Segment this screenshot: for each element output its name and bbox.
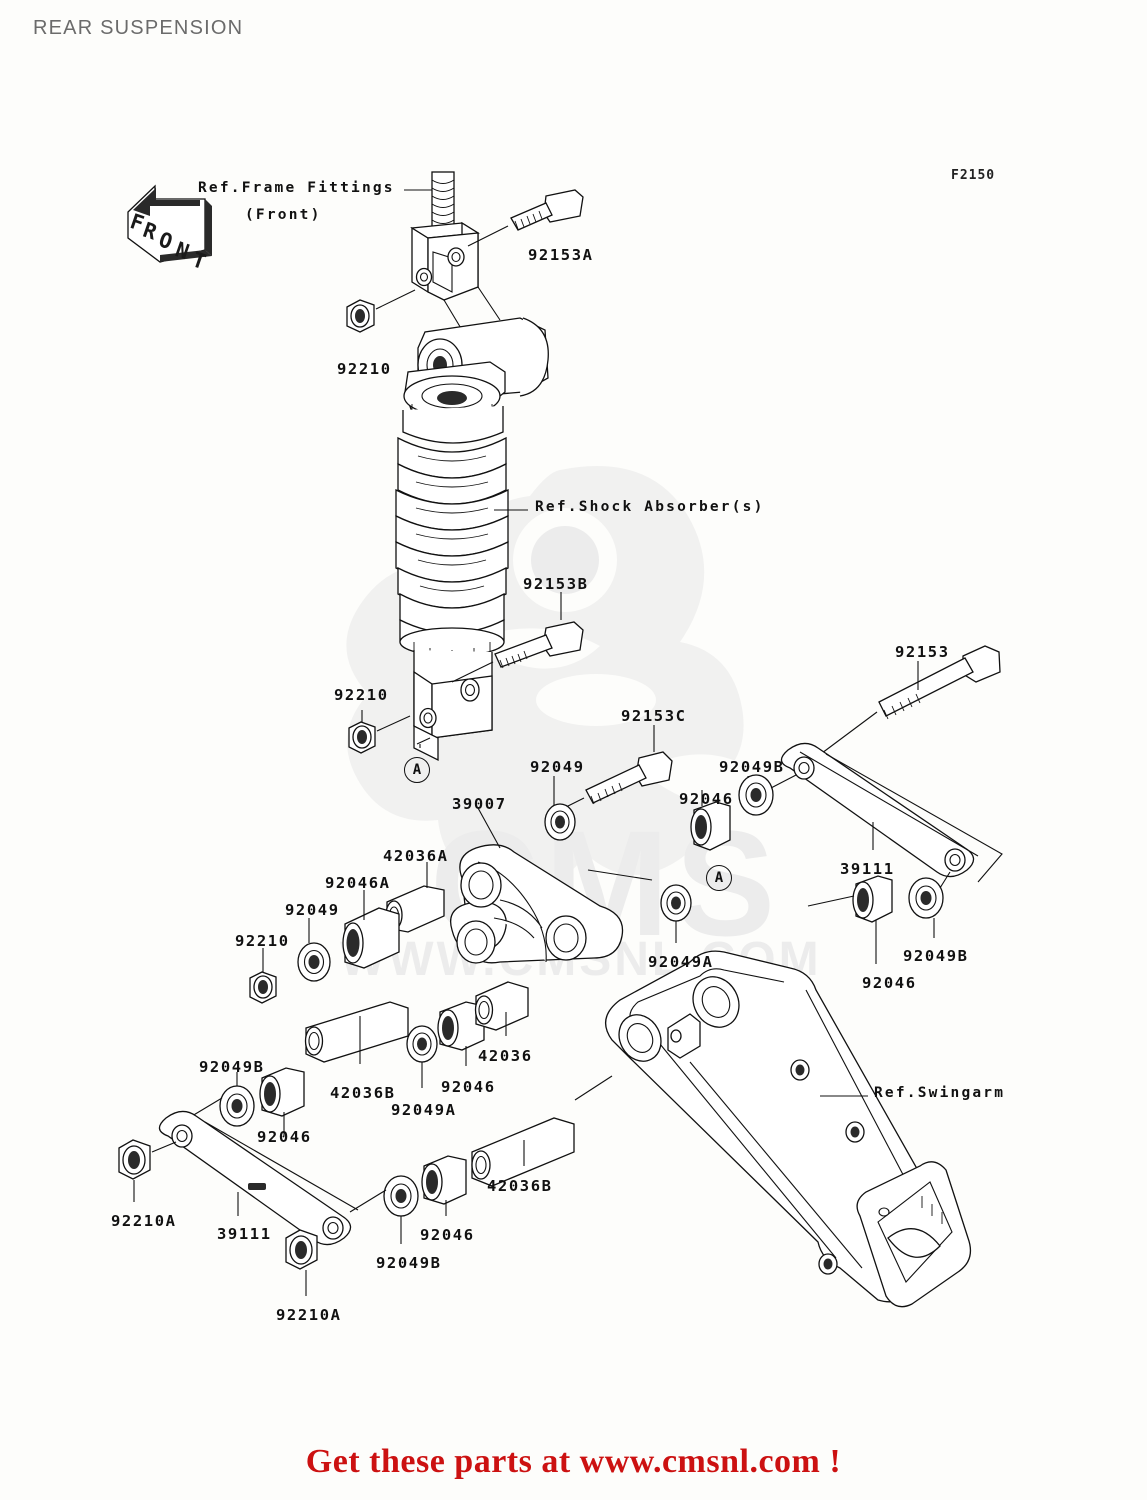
part-label-42036: 42036 [478,1047,533,1065]
part-label-92046: 92046 [679,790,734,808]
seal-92049B-bottom [349,1175,419,1244]
part-label-92049b: 92049B [719,758,785,776]
sleeve-42036 [474,981,529,1036]
callout-marker-a: A [706,865,732,891]
collar-92046-lowerleft [259,1067,305,1136]
part-label-92210: 92210 [337,360,392,378]
collar-92046-mid [690,790,731,851]
part-label-92210a: 92210A [111,1212,177,1230]
bolt-92153B [451,592,584,683]
part-label-42036b: 42036B [487,1177,553,1195]
part-label-92210: 92210 [334,686,389,704]
bolt-92153C [559,725,673,811]
nut-92210-upper [346,289,416,333]
seal-92049B-lowerleft [191,1072,255,1127]
collar-92046-lower-mid [437,1001,485,1066]
seal-92049B-upper [738,773,799,816]
shock-absorber [395,317,549,762]
front-arrow-icon: F R O N T [127,184,212,275]
part-label-92153b: 92153B [523,575,589,593]
collar-92046A [342,890,400,969]
seal-92049-left [297,918,331,982]
part-label-92046: 92046 [420,1226,475,1244]
sleeve-42036B-mid [304,1001,409,1064]
tie-rod-39111-upper [780,742,1003,883]
nut-92210A-left [118,1139,177,1202]
tie-rod-39111-lower [158,1110,359,1246]
nut-92210-left [249,948,277,1004]
seal-92049B-right [908,871,951,938]
part-label-92049: 92049 [530,758,585,776]
part-label-92153c: 92153C [621,707,687,725]
part-label-92153a: 92153A [528,246,594,264]
part-label-39007: 39007 [452,795,507,813]
upper-mount-bracket [410,221,501,331]
ref-label-frame-fittings-line1: Ref.Frame Fittings [198,180,395,196]
part-label-92046: 92046 [257,1128,312,1146]
callout-marker-a: A [404,757,430,783]
rocker-arm-39007 [449,807,653,964]
part-label-92049b: 92049B [376,1254,442,1272]
page-title: REAR SUSPENSION [33,17,244,39]
part-label-92049: 92049 [285,901,340,919]
bolt-92153A [467,189,584,247]
ref-label-frame-fittings-line2: (Front) [245,207,322,223]
part-label-39111: 39111 [840,860,895,878]
part-label-92049b: 92049B [903,947,969,965]
ref-label-shock-absorber: Ref.Shock Absorber(s) [535,499,765,515]
part-label-92046a: 92046A [325,874,391,892]
part-label-92049a: 92049A [648,953,714,971]
part-label-42036b: 42036B [330,1084,396,1102]
seal-92049A-mid [660,884,692,943]
footer-cta: Get these parts at www.cmsnl.com ! [305,1443,842,1480]
collar-92046-bottom [421,1155,467,1216]
nut-92210-lower [348,710,411,754]
part-label-92210: 92210 [235,932,290,950]
ref-label-swingarm: Ref.Swingarm [874,1085,1006,1101]
part-label-92046: 92046 [441,1078,496,1096]
sleeve-42036B-low [471,1117,575,1187]
seal-92049-mid [544,776,576,841]
coil-spring [395,436,509,635]
collar-92046-right [807,875,893,964]
part-label-92153: 92153 [895,643,950,661]
swingarm [574,950,972,1308]
seal-92049A-lower [406,1025,438,1088]
part-label-39111: 39111 [217,1225,272,1243]
part-label-92210a: 92210A [276,1306,342,1324]
part-label-92049b: 92049B [199,1058,265,1076]
nut-92210A-bottom [285,1229,318,1296]
sheet-code: F2150 [951,168,996,183]
bolt-92153 [809,645,1001,763]
part-label-92049a: 92049A [391,1101,457,1119]
part-label-42036a: 42036A [383,847,449,865]
part-label-92046: 92046 [862,974,917,992]
